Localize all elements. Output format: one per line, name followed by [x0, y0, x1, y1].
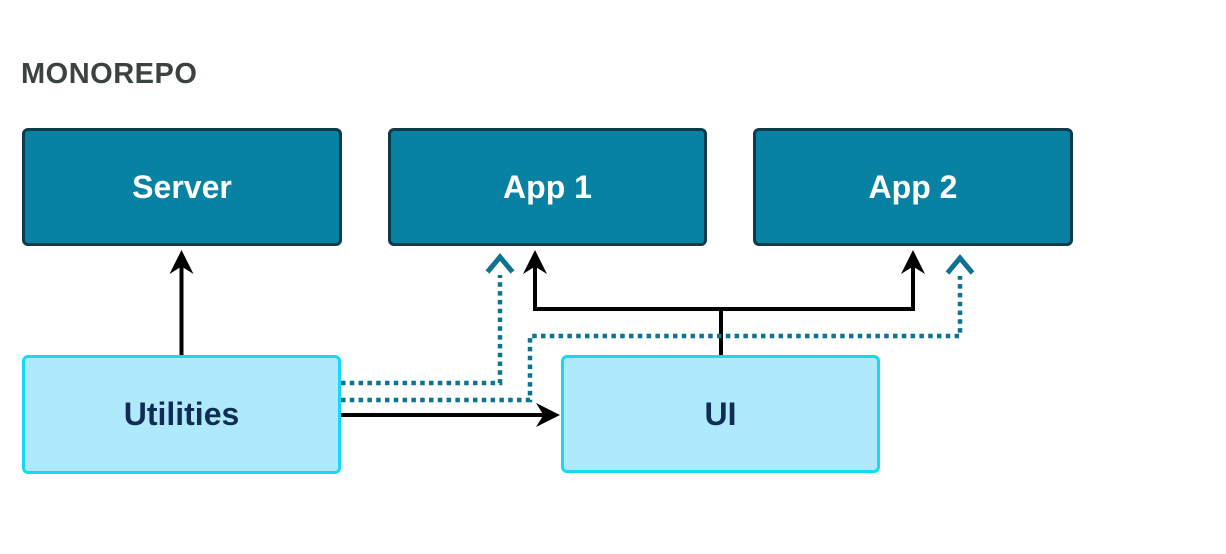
- edge-utilities-to-app1-dashed: [341, 253, 515, 386]
- node-utilities: Utilities: [22, 355, 341, 474]
- edge-ui-to-apps: [523, 250, 925, 355]
- node-ui: UI: [561, 355, 880, 473]
- node-utilities-label: Utilities: [123, 396, 240, 432]
- node-app-1-label: App 1: [503, 168, 592, 205]
- node-app-2-label: App 2: [868, 168, 958, 205]
- edge-utilities-to-server: [169, 250, 194, 355]
- node-ui-label: UI: [704, 395, 737, 432]
- node-server: Server: [22, 128, 342, 246]
- node-server-label: Server: [132, 168, 232, 205]
- edge-utilities-to-ui: [341, 403, 560, 427]
- node-app-2: App 2: [753, 128, 1073, 246]
- diagram-title: MONOREPO: [21, 58, 198, 90]
- node-app-1: App 1: [388, 128, 707, 246]
